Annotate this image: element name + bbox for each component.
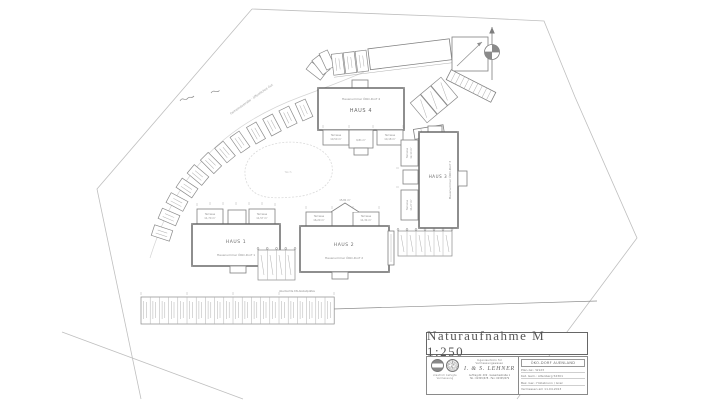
stamp-firm-name: I. & S. LEHNER [463,366,516,372]
handwriting-marks [179,90,220,102]
title-block: Naturaufnahme M 1:250 staatlich befugte … [426,328,588,395]
haus3-terrace-top-label: Terrasse [405,147,409,158]
haus3-name: HAUS 3 [429,174,448,179]
haus4-name: HAUS 4 [350,108,372,114]
ramp-structure [445,69,497,103]
haus2-terrace-left-area: 16,20 m² [313,218,324,222]
cadastre: Kat. Gem.: Altenberg 52301 [521,373,585,380]
haus3-terrace-top-area: 12,10 m² [409,147,413,158]
haus3-number: Hausnummer ÖKO-Dorf 3 [447,161,452,199]
haus2-terrace-right-area: 11,34 m² [360,218,371,222]
haus1-terrace-left-label: Terrasse [205,212,216,216]
stamp-seals: staatlich befugte Vermessung [430,359,460,393]
haus1-name: HAUS 1 [226,239,247,245]
haus1-terrace-right-area: 11,57 m² [256,216,267,220]
building-haus-4: Hausnummer ÖKO-Dorf 4 HAUS 4 Terrasse 10… [316,79,405,156]
haus2-terrace-left-label: Terrasse [314,214,325,218]
parking-row-east [396,228,454,257]
angled-parking-plots [409,76,459,124]
stamp-text: Ingenieurbüro für Vermessungswesen I. & … [463,359,516,393]
north-symbol [484,27,500,80]
stamp-contact: Tel.: 02345/678 · Fax: 02345/679 [469,376,510,380]
seal-caption: staatlich befugte Vermessung [433,373,457,380]
plan-info: ÖKO-DORF AUENLAND Plan-Gz.: W123 Kat. Ge… [518,357,587,394]
stamp-address: Auftrag-Nr. 409 · Gewerbestraße 1 [468,373,511,377]
haus2-gable-area: 15,81 m² [339,198,350,202]
parcel-boundary [61,8,638,400]
building-haus-2: HAUS 2 Hausnummer ÖKO-Dorf 2 Terrasse 16… [298,198,395,280]
plot-row-center [256,247,297,281]
plan-number: Plan-Gz.: W123 [521,367,585,373]
survey-date: Vermessen am 11.04.2013 [521,387,562,392]
round-seal-icon [446,359,459,372]
haus2-terrace-right-label: Terrasse [361,214,372,218]
outbuilding-with-arrow [451,36,489,72]
haus4-terrace-right-area: 10,18 m² [384,137,395,141]
district-court: Bez. Ger.: Hollabrunn / Graz [521,379,585,386]
building-haus-3: HAUS 3 Hausnummer ÖKO-Dorf 3 Terrasse 12… [396,125,468,230]
haus2-number: Hausnummer ÖKO-Dorf 2 [325,255,363,260]
haus3-terrace-bottom-area: 14,27 m² [409,199,413,210]
stamp-profession: Ingenieurbüro für Vermessungswesen [475,359,504,365]
pond: Teich [244,141,333,199]
parking-note: überdachte Kfz-Abstellplätze [279,289,315,293]
curved-plot-row [150,49,336,242]
haus4-terrace-right-label: Terrasse [385,133,396,137]
haus2-name: HAUS 2 [334,242,355,248]
bottom-parking-row: überdachte Kfz-Abstellplätze [140,289,335,325]
title-block-lower: staatlich befugte Vermessung Ingenieurbü… [426,356,588,395]
haus3-terrace-bottom-label: Terrasse [405,199,409,210]
plan-title: Naturaufnahme M 1:250 [427,327,546,359]
haus4-porch-area: 9,81 m² [356,138,366,142]
top-plot-row [330,38,454,78]
building-haus-1: HAUS 1 Hausnummer ÖKO-Dorf 1 Terrasse 11… [191,202,281,274]
road-label: Gemeindestraße · öffentliches Gut [229,82,274,115]
haus1-terrace-right-label: Terrasse [257,212,268,216]
project-name: ÖKO-DORF AUENLAND [521,358,585,367]
haus4-terrace-left-area: 10,50 m² [330,137,341,141]
haus4-terrace-left-label: Terrasse [331,133,342,137]
pond-label: Teich [283,170,291,174]
haus4-number: Hausnummer ÖKO-Dorf 4 [342,96,380,101]
flag-seal-icon [431,359,444,372]
plan-title-box: Naturaufnahme M 1:250 [426,328,588,359]
haus1-terrace-left-area: 11,70 m² [204,216,215,220]
surveyor-stamp: staatlich befugte Vermessung Ingenieurbü… [427,357,518,394]
haus1-number: Hausnummer ÖKO-Dorf 1 [217,252,255,257]
